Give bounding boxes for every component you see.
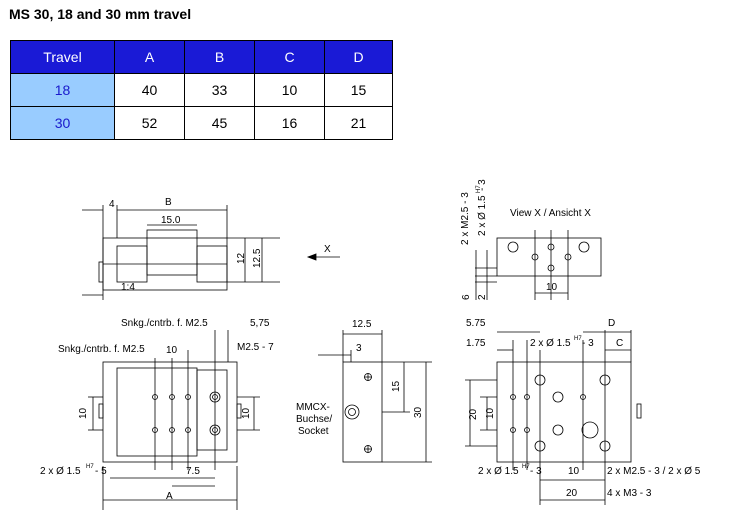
table-cell: 40	[114, 73, 185, 107]
table-row: 30 52 45 16 21	[10, 106, 393, 140]
view-thread-label: 2 x M2.5 - 3	[460, 192, 471, 245]
right-dim-5-75: 5.75	[466, 318, 486, 329]
view-arrow-label: X	[324, 244, 331, 255]
page-title: MS 30, 18 and 30 mm travel	[9, 6, 192, 22]
scale-label: 1:4	[121, 282, 135, 293]
travel-spec-table: Travel A B C D 18 40 33 10 15 30 52 45 1…	[10, 40, 393, 140]
right-dim-20: 20	[468, 408, 479, 420]
dim-12: 12	[236, 252, 247, 264]
right-tolerance-top: H7	[574, 336, 582, 342]
countersink-label-2: Snkg./cntrb. f. M2.5	[58, 344, 145, 355]
view-tolerance: H7	[476, 185, 482, 193]
mmcx-label-2: Buchse/	[296, 414, 332, 425]
right-depth-bottom: - 3	[530, 466, 542, 477]
dim-a: A	[166, 491, 173, 502]
left-tolerance: H7	[86, 464, 94, 470]
right-hole-label-bottom: 2 x Ø 1.5	[478, 466, 519, 477]
view-dim-10: 10	[546, 282, 558, 293]
table-cell: 52	[114, 106, 185, 140]
table-row: 18 40 33 10 15	[10, 73, 393, 107]
table-header-row: Travel A B C D	[10, 40, 393, 74]
left-dim-10-right: 10	[241, 407, 252, 419]
table-cell: 33	[184, 73, 255, 107]
view-hole-label: 2 x Ø 1.5	[477, 195, 488, 236]
left-dim-10-top: 10	[166, 345, 178, 356]
left-dim-10-left: 10	[78, 407, 89, 419]
right-dim-20-bottom: 20	[566, 488, 578, 499]
mmcx-label-1: MMCX-	[296, 402, 330, 413]
view-depth: - 3	[477, 179, 488, 191]
mid-dim-12-5: 12.5	[352, 319, 372, 330]
mid-dim-15: 15	[391, 380, 402, 392]
right-depth-top: - 3	[582, 338, 594, 349]
top-view-left	[88, 330, 260, 510]
table-cell: 16	[254, 106, 325, 140]
dim-15: 15.0	[161, 215, 181, 226]
dim-d: D	[608, 318, 615, 329]
column-header-a: A	[114, 40, 185, 74]
view-x	[475, 230, 602, 300]
dim-c: C	[616, 338, 623, 349]
table-cell: 30	[10, 106, 115, 140]
column-header-c: C	[254, 40, 325, 74]
dim-b: B	[165, 197, 172, 208]
left-dim-5-75: 5,75	[250, 318, 270, 329]
mid-view	[318, 330, 432, 463]
view-x-title: View X / Ansicht X	[510, 208, 591, 219]
right-thread-label-m3: 4 x M3 - 3	[607, 488, 652, 499]
right-thread-label: 2 x M2.5 - 3 / 2 x Ø 5	[607, 466, 701, 477]
dim-12-5: 12.5	[252, 248, 263, 268]
mid-dim-3: 3	[356, 343, 362, 354]
left-depth: - 5	[95, 466, 107, 477]
view-dim-6: 6	[461, 294, 472, 300]
top-view-right	[465, 330, 642, 505]
left-thread-label: M2.5 - 7	[237, 342, 274, 353]
table-cell: 45	[184, 106, 255, 140]
right-hole-label-top: 2 x Ø 1.5	[530, 338, 571, 349]
left-hole-label: 2 x Ø 1.5	[40, 466, 81, 477]
right-dim-10-bottom: 10	[568, 466, 580, 477]
countersink-label-1: Snkg./cntrb. f. M2.5	[121, 318, 208, 329]
mid-dim-30: 30	[413, 406, 424, 418]
table-cell: 21	[324, 106, 393, 140]
side-view	[82, 205, 340, 300]
column-header-d: D	[324, 40, 393, 74]
right-tolerance-bottom: H7	[522, 464, 530, 470]
right-dim-1-75: 1.75	[466, 338, 486, 349]
left-dim-7-5: 7.5	[186, 466, 200, 477]
right-dim-10-left: 10	[485, 407, 496, 419]
view-dim-2: 2	[477, 294, 488, 300]
table-cell: 15	[324, 73, 393, 107]
mmcx-label-3: Socket	[298, 426, 329, 437]
dim-4: 4	[109, 199, 115, 210]
